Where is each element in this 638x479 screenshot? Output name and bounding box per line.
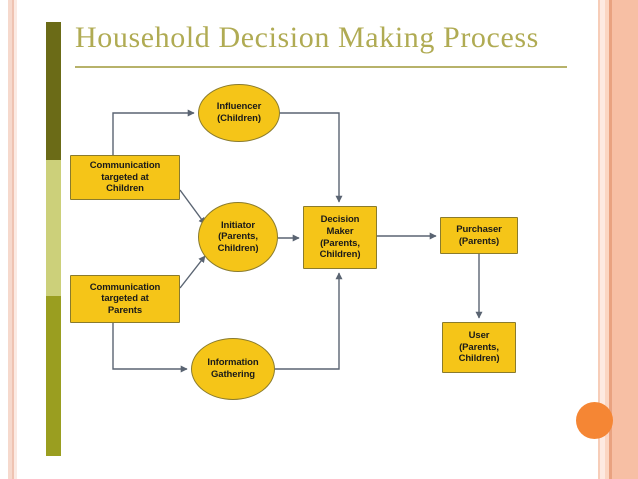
right-stripe-6 <box>594 0 598 479</box>
node-influencer[interactable]: Influencer(Children) <box>198 84 280 142</box>
accent-bar-segment-top <box>46 22 61 160</box>
node-user[interactable]: User(Parents,Children) <box>442 322 516 373</box>
title-underline <box>75 66 567 68</box>
node-initiator[interactable]: Initiator(Parents,Children) <box>198 202 278 272</box>
right-stripe-5 <box>598 0 600 479</box>
edge-influencer-to-decision-maker <box>280 112 343 203</box>
edge-comm-children-to-influencer <box>112 109 195 155</box>
right-stripe-3 <box>605 0 609 479</box>
accent-bar <box>46 22 61 456</box>
right-stripe-1 <box>612 0 638 479</box>
right-stripe-4 <box>600 0 605 479</box>
left-stripe-1 <box>8 0 12 479</box>
orange-circle-decoration <box>576 402 613 439</box>
left-stripe-3 <box>14 0 17 479</box>
edge-info-gathering-to-decision-maker <box>275 272 343 370</box>
edge-comm-parents-to-initiator <box>179 255 206 289</box>
right-stripe-2 <box>609 0 612 479</box>
accent-bar-segment-bottom <box>46 296 61 456</box>
edge-comm-children-to-initiator <box>179 189 206 225</box>
node-purchaser[interactable]: Purchaser(Parents) <box>440 217 518 254</box>
edge-comm-parents-to-info-gathering <box>112 323 188 373</box>
accent-bar-segment-middle <box>46 160 61 296</box>
left-stripe-2 <box>12 0 14 479</box>
page-title: Household Decision Making Process <box>75 21 539 54</box>
